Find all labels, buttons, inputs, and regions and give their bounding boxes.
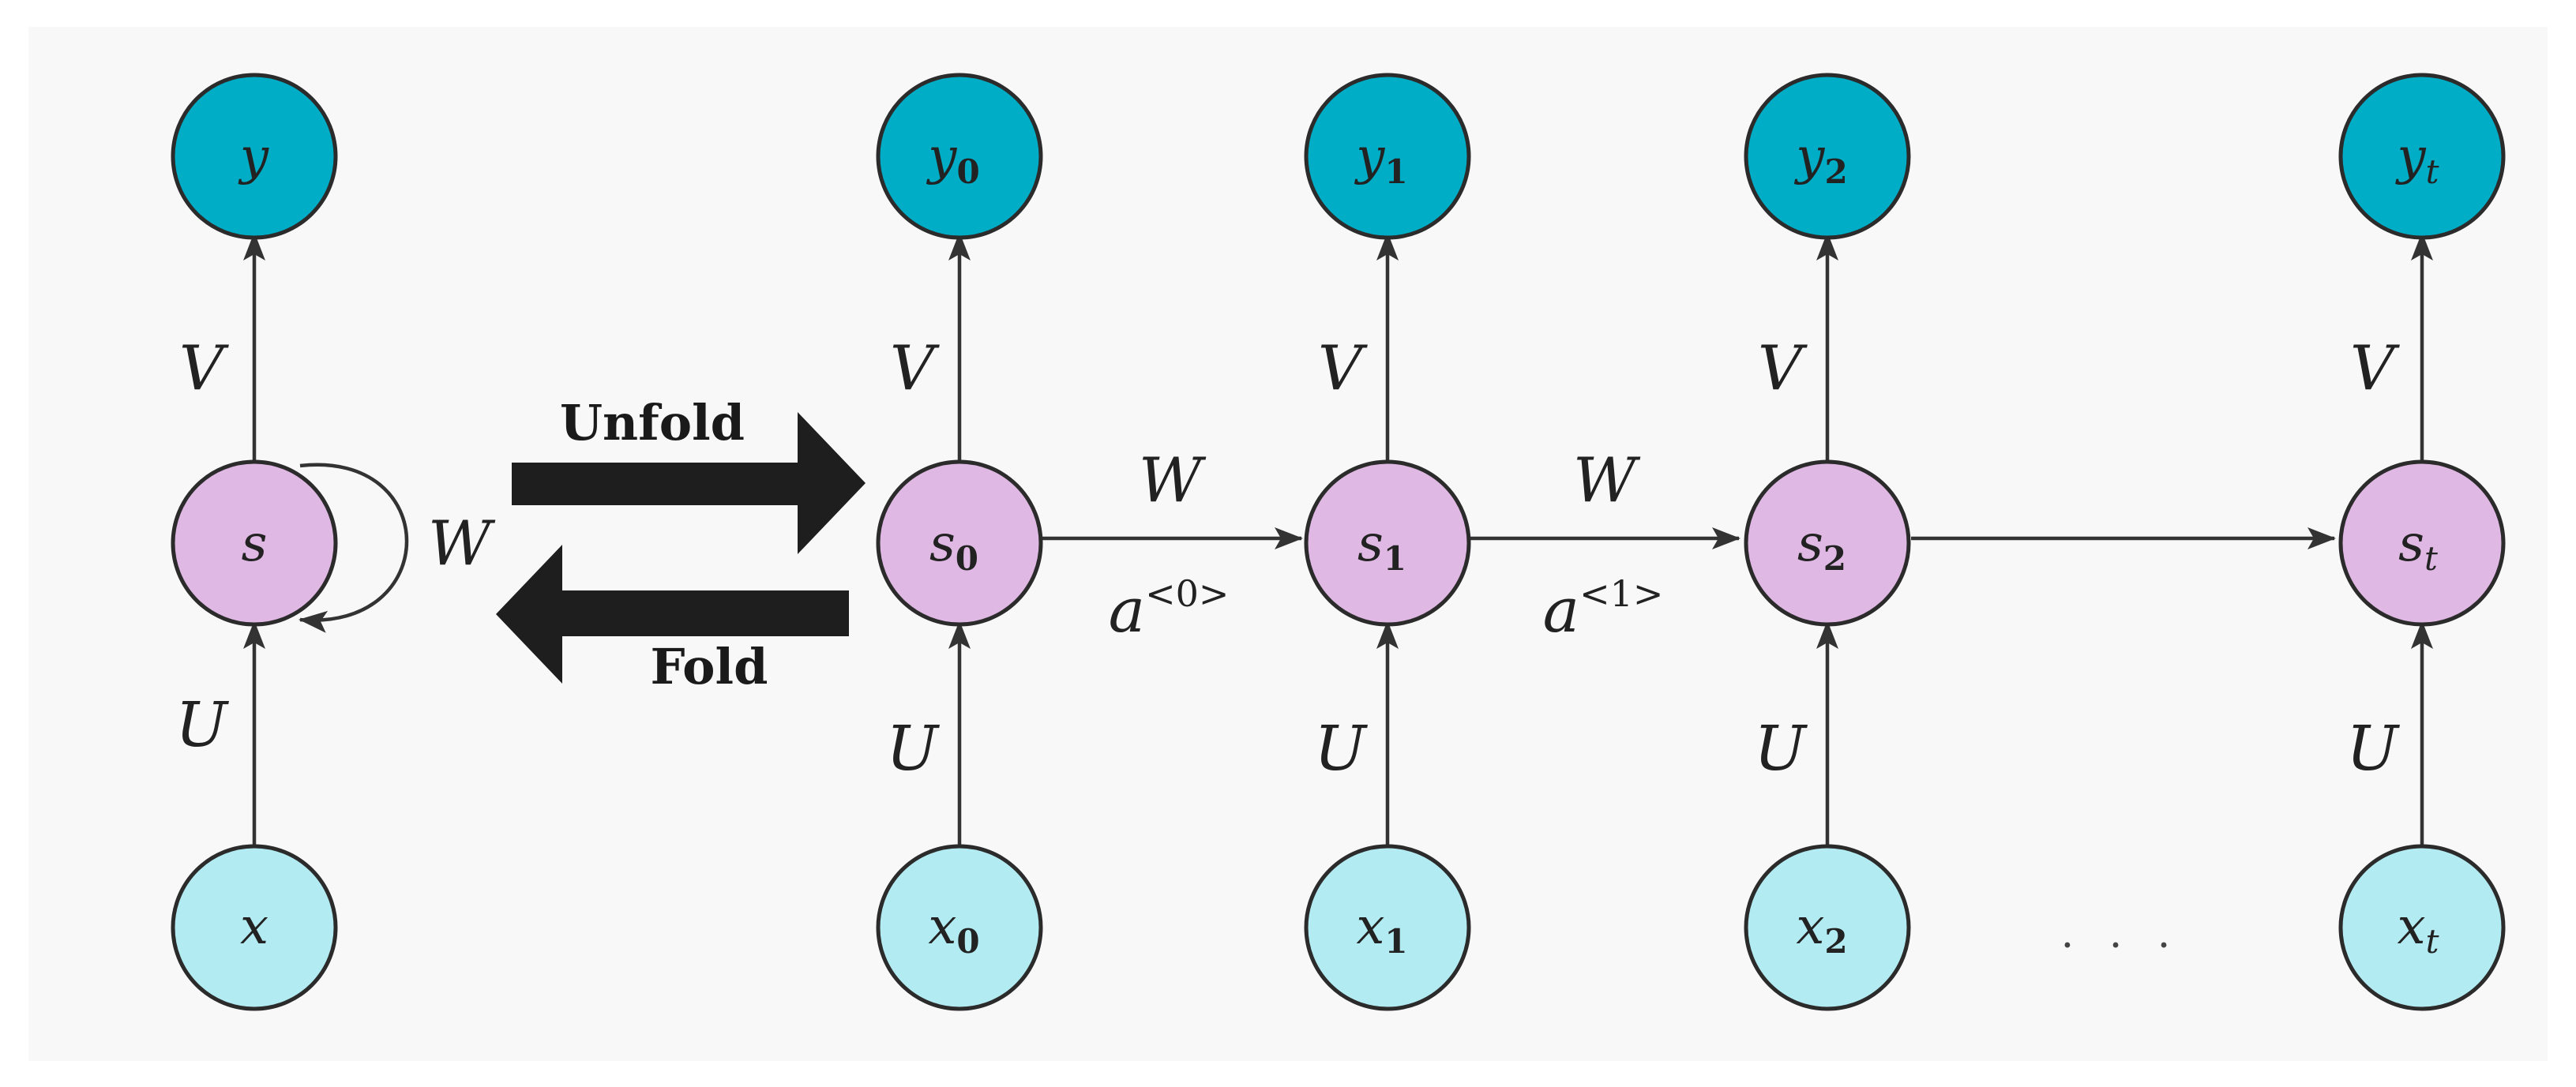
folded-output-label: y xyxy=(238,128,269,186)
ellipsis: . . . xyxy=(2061,910,2182,958)
folded-w-label: W xyxy=(428,508,496,579)
folded-input-node xyxy=(171,844,338,1011)
hidden-transitions: W W a<0> a<1> xyxy=(1041,445,2336,647)
column-0-hidden-label: s0 xyxy=(929,515,978,578)
column-t-input-node xyxy=(2338,844,2506,1011)
fold-label: Fold xyxy=(651,638,768,695)
column-0-output-node xyxy=(876,73,1043,240)
folded-rnn: y s x V U W xyxy=(171,73,496,1011)
folded-hidden-node xyxy=(171,459,338,627)
activation-a-1: a xyxy=(1543,575,1580,647)
unfolded-column-t: yt st xt V U xyxy=(2338,73,2506,1011)
activation-a-0: a xyxy=(1109,575,1146,647)
column-2-hidden-label: s2 xyxy=(1797,515,1846,578)
column-2-output-label: y2 xyxy=(1793,128,1847,191)
folded-input-label: x xyxy=(240,898,268,956)
column-1-input-label: x1 xyxy=(1356,898,1407,961)
column-t-v-label: V xyxy=(2350,333,2400,404)
transition-w-label-0: W xyxy=(1139,445,1207,516)
column-2-u-label: U xyxy=(1754,714,1808,785)
column-t-output-node xyxy=(2338,73,2506,240)
unfold-fold-arrows: Unfold Fold xyxy=(496,394,866,695)
column-1-u-label: U xyxy=(1314,714,1368,785)
column-2-input-node xyxy=(1744,844,1911,1011)
column-0-output-label: y0 xyxy=(926,128,979,191)
fold-arrow xyxy=(496,545,849,684)
column-t-hidden-node xyxy=(2338,459,2506,627)
activation-sup-1: <1> xyxy=(1579,572,1663,615)
column-2-output-node xyxy=(1744,73,1911,240)
unfolded-column-2: y2 s2 x2 V U xyxy=(1744,73,1911,1011)
column-t-u-label: U xyxy=(2346,714,2400,785)
transition-w-label-1: W xyxy=(1573,445,1641,516)
column-0-v-label: V xyxy=(890,333,940,404)
column-0-hidden-node xyxy=(876,459,1043,627)
transition-activation-label-1: a<1> xyxy=(1543,572,1664,647)
unfolded-column-0: y0 s0 x0 V U xyxy=(876,73,1043,1011)
column-1-hidden-label: s1 xyxy=(1357,515,1406,578)
column-2-v-label: V xyxy=(1758,333,1808,404)
unfold-arrow xyxy=(512,412,866,554)
column-1-hidden-node xyxy=(1304,459,1471,627)
column-1-output-label: y1 xyxy=(1354,128,1407,191)
column-0-input-node xyxy=(876,844,1043,1011)
column-t-hidden-label: st xyxy=(2398,515,2438,578)
column-2-input-label: x2 xyxy=(1796,898,1847,961)
column-1-input-node xyxy=(1304,844,1471,1011)
column-2-hidden-node xyxy=(1744,459,1911,627)
column-1-output-node xyxy=(1304,73,1471,240)
folded-output-node xyxy=(171,73,338,240)
folded-w-loop xyxy=(299,463,409,633)
column-0-input-label: x0 xyxy=(928,898,979,961)
activation-sup-0: <0> xyxy=(1145,572,1229,615)
unfold-label: Unfold xyxy=(560,394,745,452)
column-t-input-label: xt xyxy=(2398,898,2439,961)
column-0-u-label: U xyxy=(886,714,940,785)
folded-hidden-label: s xyxy=(242,515,268,573)
folded-u-label: U xyxy=(175,690,229,761)
unfolded-column-1: y1 s1 x1 V U xyxy=(1304,73,1471,1011)
transition-activation-label-0: a<0> xyxy=(1109,572,1230,647)
column-t-output-label: yt xyxy=(2394,128,2439,191)
folded-v-label: V xyxy=(179,333,229,404)
column-1-v-label: V xyxy=(1318,333,1368,404)
